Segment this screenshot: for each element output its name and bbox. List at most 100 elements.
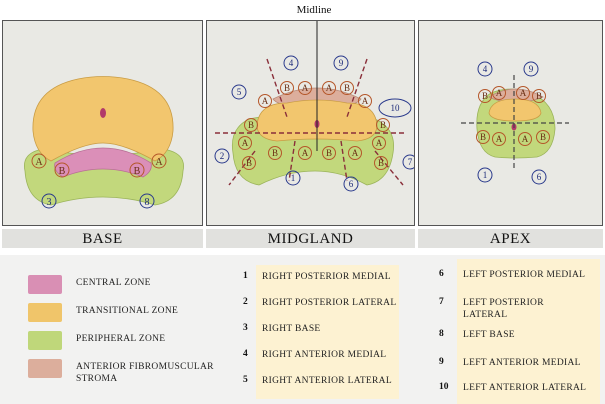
- zone-name: LEFT BASE: [463, 330, 515, 340]
- peripheral-zone-swatch: [28, 331, 62, 350]
- apex-letter-b3: B: [476, 130, 490, 144]
- svg-text:B: B: [344, 83, 350, 93]
- zone-name: RIGHT ANTERIOR MEDIAL: [262, 350, 387, 360]
- mid-letter-a2: A: [298, 81, 312, 95]
- zone-number: 2: [243, 297, 248, 307]
- svg-text:B: B: [284, 83, 290, 93]
- apex-panel: B A A B B A A B 4 9 1 6: [418, 20, 603, 226]
- mid-letter-b4: B: [376, 118, 390, 132]
- svg-text:B: B: [482, 91, 488, 101]
- legend-peripheral-zone: PERIPHERAL ZONE: [28, 331, 165, 350]
- svg-text:A: A: [362, 96, 369, 106]
- base-label: BASE: [2, 229, 203, 248]
- svg-text:B: B: [536, 91, 542, 101]
- legend-anterior-stroma: ANTERIOR FIBROMUSCULAR STROMA: [28, 359, 213, 384]
- svg-text:9: 9: [339, 58, 344, 68]
- mid-number-6: 6: [343, 176, 359, 192]
- transitional-zone-swatch: [28, 303, 62, 322]
- svg-text:A: A: [522, 134, 529, 144]
- apex-number-1: 1: [477, 167, 493, 183]
- svg-text:B: B: [59, 166, 66, 177]
- svg-text:5: 5: [237, 87, 242, 97]
- zone-number: 1: [243, 271, 248, 281]
- svg-text:6: 6: [349, 179, 354, 189]
- svg-text:2: 2: [220, 151, 225, 161]
- base-number-8: 8: [139, 193, 155, 209]
- mid-letter-a4: A: [358, 94, 372, 108]
- apex-letter-a1: A: [492, 86, 506, 100]
- legend-label: ANTERIOR FIBROMUSCULAR STROMA: [76, 362, 214, 384]
- svg-text:B: B: [480, 132, 486, 142]
- legend-transitional-zone: TRANSITIONAL ZONE: [28, 303, 178, 322]
- mid-number-7: 7: [402, 154, 414, 170]
- svg-text:A: A: [35, 157, 43, 168]
- mid-number-9: 9: [333, 55, 349, 71]
- legend-label: CENTRAL ZONE: [76, 278, 151, 288]
- svg-text:B: B: [272, 148, 278, 158]
- base-panel: A B B A 3 8: [2, 20, 203, 226]
- zone-number: 5: [243, 375, 248, 385]
- mid-number-5: 5: [231, 84, 247, 100]
- svg-text:A: A: [262, 96, 269, 106]
- midgland-label: MIDGLAND: [206, 229, 415, 248]
- svg-text:10: 10: [391, 103, 401, 113]
- apex-letter-b1: B: [478, 89, 492, 103]
- base-urethra: [100, 108, 106, 118]
- mid-letter-b5: B: [242, 156, 256, 170]
- zone-name: RIGHT POSTERIOR LATERAL: [262, 298, 397, 308]
- zone-name: LEFT ANTERIOR LATERAL: [463, 383, 587, 393]
- apex-letter-b2: B: [532, 89, 546, 103]
- mid-letter-b6: B: [268, 146, 282, 160]
- apex-transitional-zone: [488, 98, 542, 122]
- zone-name: LEFT POSTERIOR MEDIAL: [463, 270, 586, 280]
- svg-text:A: A: [242, 138, 249, 148]
- zone-name: RIGHT BASE: [262, 324, 321, 334]
- mid-letter-b2: B: [340, 81, 354, 95]
- zone-name: LEFT ANTERIOR MEDIAL: [463, 358, 581, 368]
- mid-number-1: 1: [285, 170, 301, 186]
- midgland-panel: A B A A B A B B A B B A B A A B 4 9 5 10…: [206, 20, 415, 226]
- base-diagram: A B B A 3 8: [24, 76, 184, 209]
- mid-letter-b8: B: [374, 156, 388, 170]
- mid-letter-b3: B: [244, 118, 258, 132]
- midgland-dashed-lines: [215, 58, 407, 186]
- apex-letter-b4: B: [536, 130, 550, 144]
- mid-letter-b1: B: [280, 81, 294, 95]
- svg-text:B: B: [378, 158, 384, 168]
- mid-letter-a8: A: [372, 136, 386, 150]
- zone-number: 8: [439, 329, 444, 339]
- base-letter-b-right: B: [129, 162, 145, 178]
- apex-number-9: 9: [523, 61, 539, 77]
- svg-text:3: 3: [47, 197, 52, 208]
- svg-text:B: B: [380, 120, 386, 130]
- zone-name: RIGHT ANTERIOR LATERAL: [262, 376, 392, 386]
- central-zone-swatch: [28, 275, 62, 294]
- zone-number: 4: [243, 349, 248, 359]
- zone-number: 3: [243, 323, 248, 333]
- svg-text:A: A: [496, 88, 503, 98]
- base-letter-a-left: A: [31, 153, 47, 169]
- svg-text:B: B: [326, 148, 332, 158]
- midgland-diagram: A B A A B A B B A B B A B A A B 4 9 5 10…: [214, 21, 414, 192]
- mid-number-4: 4: [283, 55, 299, 71]
- svg-text:A: A: [352, 148, 359, 158]
- svg-text:B: B: [248, 120, 254, 130]
- svg-text:A: A: [302, 83, 309, 93]
- zone-number: 9: [439, 357, 444, 367]
- mid-letter-a3: A: [322, 81, 336, 95]
- svg-text:4: 4: [289, 58, 294, 68]
- zone-number: 6: [439, 269, 444, 279]
- svg-text:9: 9: [529, 64, 534, 74]
- mid-number-2: 2: [214, 148, 230, 164]
- svg-text:1: 1: [483, 170, 488, 180]
- svg-text:B: B: [134, 166, 141, 177]
- apex-diagram: B A A B B A A B 4 9 1 6: [461, 61, 569, 185]
- svg-text:6: 6: [537, 172, 542, 182]
- mid-letter-a5: A: [238, 136, 252, 150]
- apex-letter-a4: A: [518, 132, 532, 146]
- svg-text:7: 7: [408, 157, 413, 167]
- base-letter-a-right: A: [151, 153, 167, 169]
- legend-central-zone: CENTRAL ZONE: [28, 275, 150, 294]
